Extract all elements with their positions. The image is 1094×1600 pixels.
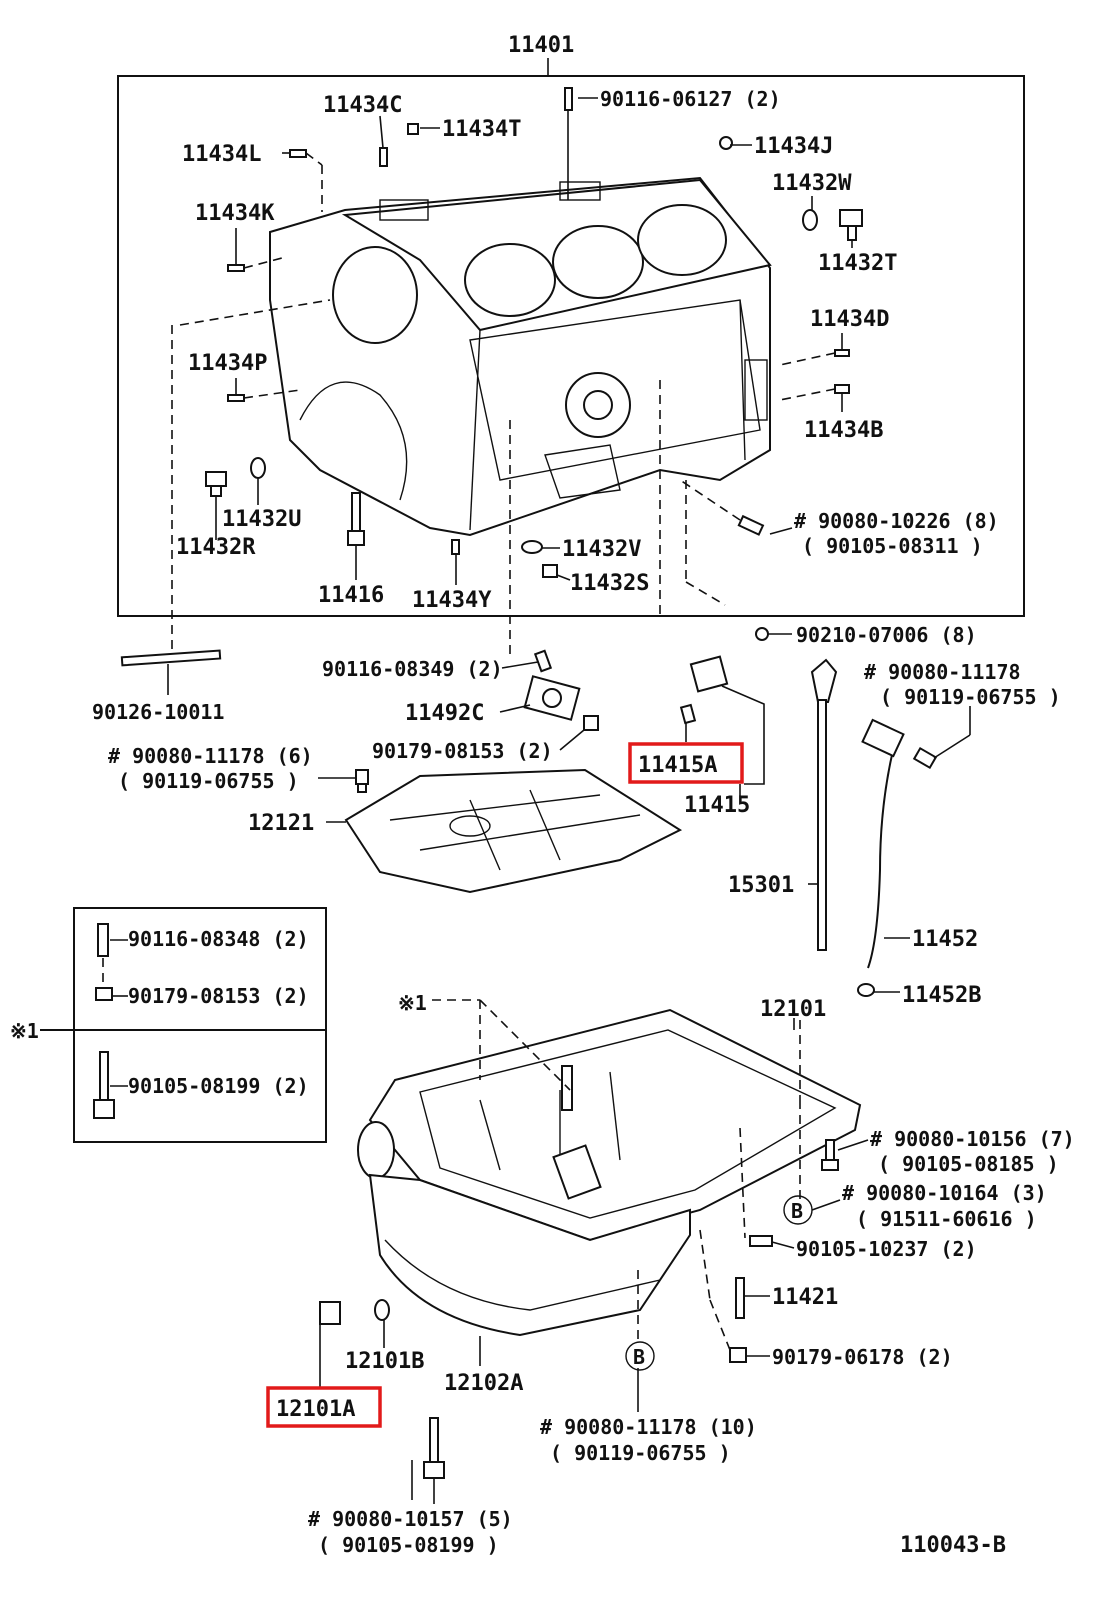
reference-circle-b-1	[783, 1195, 813, 1225]
diagram-id: 110043-B	[900, 1533, 1006, 1558]
part-label-11421[interactable]: 11421	[772, 1285, 838, 1310]
part-label-11401[interactable]: 11401	[508, 33, 574, 58]
part-label-11432v[interactable]: 11432V	[562, 537, 641, 562]
part-label-90105-08199-a[interactable]: 90105-08199 (2)	[128, 1074, 309, 1098]
part-label-90080-11178-b[interactable]: # 90080-11178 (6)	[108, 744, 313, 768]
part-label-90080-11178-c[interactable]: # 90080-11178 (10)	[540, 1415, 757, 1439]
part-label-15301[interactable]: 15301	[728, 873, 794, 898]
part-label-11432t[interactable]: 11432T	[818, 251, 897, 276]
part-label-12101[interactable]: 12101	[760, 997, 826, 1022]
part-label-11434b[interactable]: 11434B	[804, 418, 883, 443]
part-label-90210-07006[interactable]: 90210-07006 (8)	[796, 623, 977, 647]
part-label-90080-10157[interactable]: # 90080-10157 (5)	[308, 1507, 513, 1531]
block-leaders	[171, 97, 853, 655]
part-label-12101a[interactable]: 12101A	[276, 1397, 355, 1422]
part-label-90080-11178-a[interactable]: # 90080-11178	[864, 660, 1021, 684]
part-label-11432r[interactable]: 11432R	[176, 535, 256, 560]
part-label-11434d[interactable]: 11434D	[810, 307, 889, 332]
part-label-11434y[interactable]: 11434Y	[412, 588, 492, 613]
part-label-90080-10226[interactable]: # 90080-10226 (8)	[794, 509, 999, 533]
part-label-90179-06178[interactable]: 90179-06178 (2)	[772, 1345, 953, 1369]
part-label-90116-08348[interactable]: 90116-08348 (2)	[128, 927, 309, 951]
part-label-91511-60616[interactable]: ( 91511-60616 )	[856, 1207, 1037, 1231]
part-label-12101b[interactable]: 12101B	[345, 1349, 424, 1374]
part-label-11432u[interactable]: 11432U	[222, 507, 301, 532]
part-label-11492c[interactable]: 11492C	[405, 701, 484, 726]
part-label-90105-08199-b[interactable]: ( 90105-08199 )	[318, 1533, 499, 1557]
part-label-90126-10011[interactable]: 90126-10011	[92, 700, 224, 724]
part-label-90179-08153-b[interactable]: 90179-08153 (2)	[128, 984, 309, 1008]
part-label-11434k[interactable]: 11434K	[195, 201, 275, 226]
part-label-12102a[interactable]: 12102A	[444, 1371, 523, 1396]
reference-circle-b-2	[625, 1341, 655, 1371]
part-label-90080-10164[interactable]: # 90080-10164 (3)	[842, 1181, 1047, 1205]
note-box-frame	[73, 907, 327, 1143]
part-label-11434t[interactable]: 11434T	[442, 117, 521, 142]
part-label-11432s[interactable]: 11432S	[570, 571, 649, 596]
part-label-90080-10156[interactable]: # 90080-10156 (7)	[870, 1127, 1075, 1151]
highlight-box-11415a	[628, 742, 744, 784]
part-label-90105-08311[interactable]: ( 90105-08311 )	[802, 534, 983, 558]
part-label-90119-06755-c[interactable]: ( 90119-06755 )	[550, 1441, 731, 1465]
note-marker-1: ※1	[10, 1019, 39, 1043]
part-label-11434l[interactable]: 11434L	[182, 142, 261, 167]
part-label-90105-10237[interactable]: 90105-10237 (2)	[796, 1237, 977, 1261]
part-label-90119-06755-b[interactable]: ( 90119-06755 )	[118, 769, 299, 793]
part-label-90119-06755-a[interactable]: ( 90119-06755 )	[880, 685, 1061, 709]
highlight-box-12101a	[266, 1386, 382, 1428]
note-marker-1-pan: ※1	[398, 991, 427, 1015]
part-label-11452[interactable]: 11452	[912, 927, 978, 952]
note-box-parts	[93, 923, 128, 1119]
part-label-11415[interactable]: 11415	[684, 793, 750, 818]
engine-block-group-frame	[117, 75, 1025, 617]
part-label-11434j[interactable]: 11434J	[754, 134, 833, 159]
part-label-11416[interactable]: 11416	[318, 583, 384, 608]
part-label-12121[interactable]: 12121	[248, 811, 314, 836]
oil-pan-drawing	[319, 1008, 862, 1479]
part-label-11415a[interactable]: 11415A	[638, 753, 717, 778]
part-label-90179-08153-a[interactable]: 90179-08153 (2)	[372, 739, 553, 763]
middle-parts	[120, 627, 938, 997]
part-label-90116-08349[interactable]: 90116-08349 (2)	[322, 657, 503, 681]
reference-label-b-2: B	[633, 1345, 645, 1369]
middle-leaders	[167, 633, 971, 993]
part-label-11434c[interactable]: 11434C	[323, 93, 402, 118]
oil-pan-leaders	[319, 999, 869, 1504]
part-label-11434p[interactable]: 11434P	[188, 351, 267, 376]
part-label-11432w[interactable]: 11432W	[772, 171, 852, 196]
part-label-90116-06127[interactable]: 90116-06127 (2)	[600, 87, 781, 111]
reference-label-b-1: B	[791, 1199, 803, 1223]
cylinder-block-drawing	[269, 176, 772, 537]
part-label-11452b[interactable]: 11452B	[902, 983, 981, 1008]
part-label-90105-08185[interactable]: ( 90105-08185 )	[878, 1152, 1059, 1176]
